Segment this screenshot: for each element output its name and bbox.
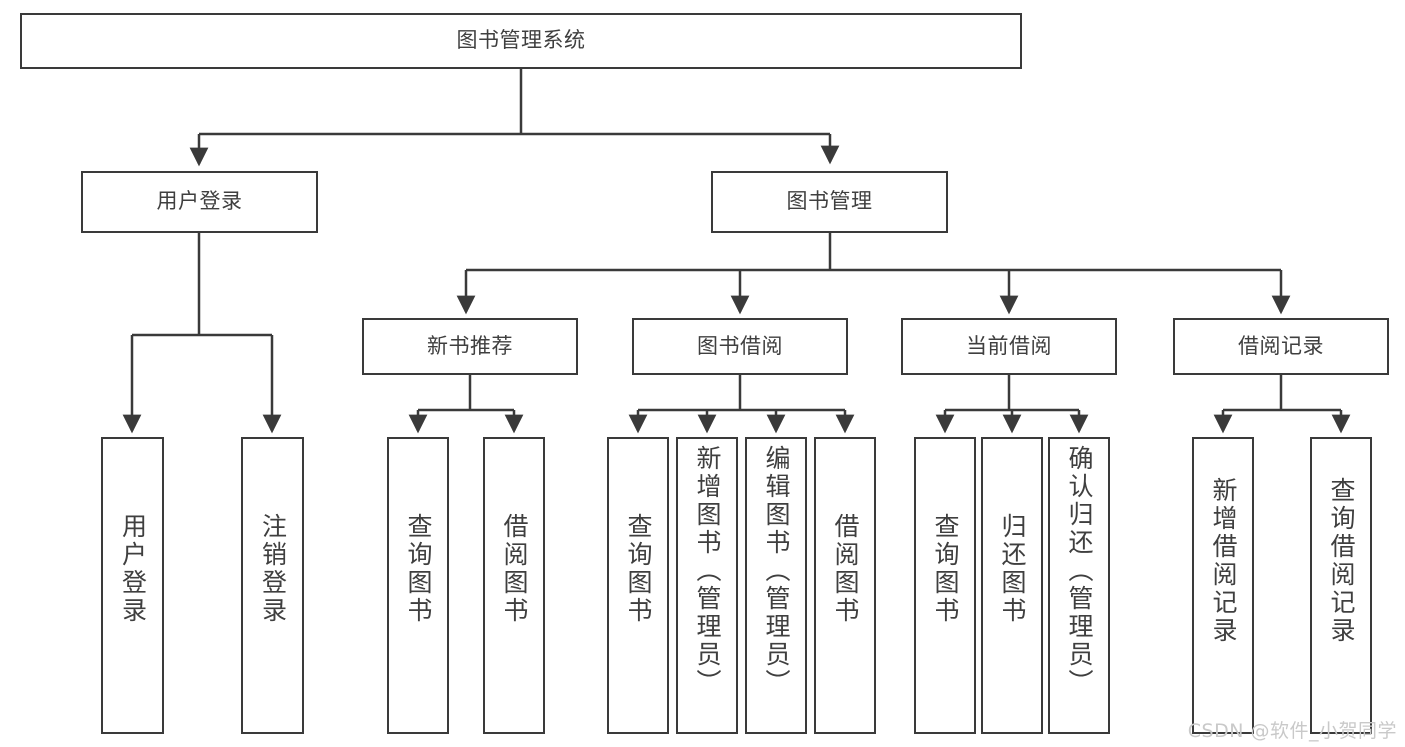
node-leaf-query-record[interactable]: 查询借阅记录	[1310, 437, 1372, 734]
node-leaf-user-login-label: 用户登录	[118, 513, 148, 625]
node-leaf-add-record[interactable]: 新增借阅记录	[1192, 437, 1254, 734]
node-leaf-user-logout-label: 注销登录	[258, 513, 288, 625]
node-book-manage[interactable]: 图书管理	[711, 171, 948, 233]
node-leaf-edit-book-label: 编辑图书（管理员）	[762, 445, 791, 697]
node-user-login-label: 用户登录	[156, 189, 243, 214]
node-leaf-borrow-book-2-label: 借阅图书	[831, 513, 860, 625]
node-leaf-query-book-2[interactable]: 查询图书	[607, 437, 669, 734]
node-leaf-borrow-book-2[interactable]: 借阅图书	[814, 437, 876, 734]
node-leaf-borrow-book-1[interactable]: 借阅图书	[483, 437, 545, 734]
node-borrow-record-label: 借阅记录	[1238, 333, 1324, 358]
node-leaf-query-book-1[interactable]: 查询图书	[387, 437, 449, 734]
node-leaf-query-book-3[interactable]: 查询图书	[914, 437, 976, 734]
node-leaf-return-book-label: 归还图书	[998, 513, 1027, 625]
node-leaf-borrow-book-1-label: 借阅图书	[500, 513, 529, 625]
node-leaf-query-book-2-label: 查询图书	[624, 513, 653, 625]
node-leaf-user-logout[interactable]: 注销登录	[241, 437, 304, 734]
node-leaf-add-record-label: 新增借阅记录	[1209, 477, 1238, 645]
node-borrow-record[interactable]: 借阅记录	[1173, 318, 1389, 375]
node-current-borrow[interactable]: 当前借阅	[901, 318, 1117, 375]
node-book-manage-label: 图书管理	[786, 189, 873, 214]
node-root-label: 图书管理系统	[456, 28, 586, 53]
node-leaf-add-book-label: 新增图书（管理员）	[693, 445, 722, 697]
node-user-login[interactable]: 用户登录	[81, 171, 318, 233]
watermark: CSDN @软件_小贺同学	[1187, 720, 1397, 742]
node-leaf-query-record-label: 查询借阅记录	[1327, 477, 1356, 645]
node-book-borrow-label: 图书借阅	[697, 333, 783, 358]
node-new-book-recommend[interactable]: 新书推荐	[362, 318, 578, 375]
node-leaf-query-book-3-label: 查询图书	[931, 513, 960, 625]
node-leaf-edit-book[interactable]: 编辑图书（管理员）	[745, 437, 807, 734]
node-book-borrow[interactable]: 图书借阅	[632, 318, 848, 375]
node-leaf-confirm-return-label: 确认归还（管理员）	[1065, 445, 1094, 697]
node-root[interactable]: 图书管理系统	[20, 13, 1022, 69]
node-leaf-query-book-1-label: 查询图书	[404, 513, 433, 625]
node-leaf-user-login[interactable]: 用户登录	[101, 437, 164, 734]
node-current-borrow-label: 当前借阅	[966, 333, 1052, 358]
node-leaf-add-book[interactable]: 新增图书（管理员）	[676, 437, 738, 734]
node-new-book-recommend-label: 新书推荐	[427, 333, 513, 358]
node-leaf-return-book[interactable]: 归还图书	[981, 437, 1043, 734]
node-leaf-confirm-return[interactable]: 确认归还（管理员）	[1048, 437, 1110, 734]
